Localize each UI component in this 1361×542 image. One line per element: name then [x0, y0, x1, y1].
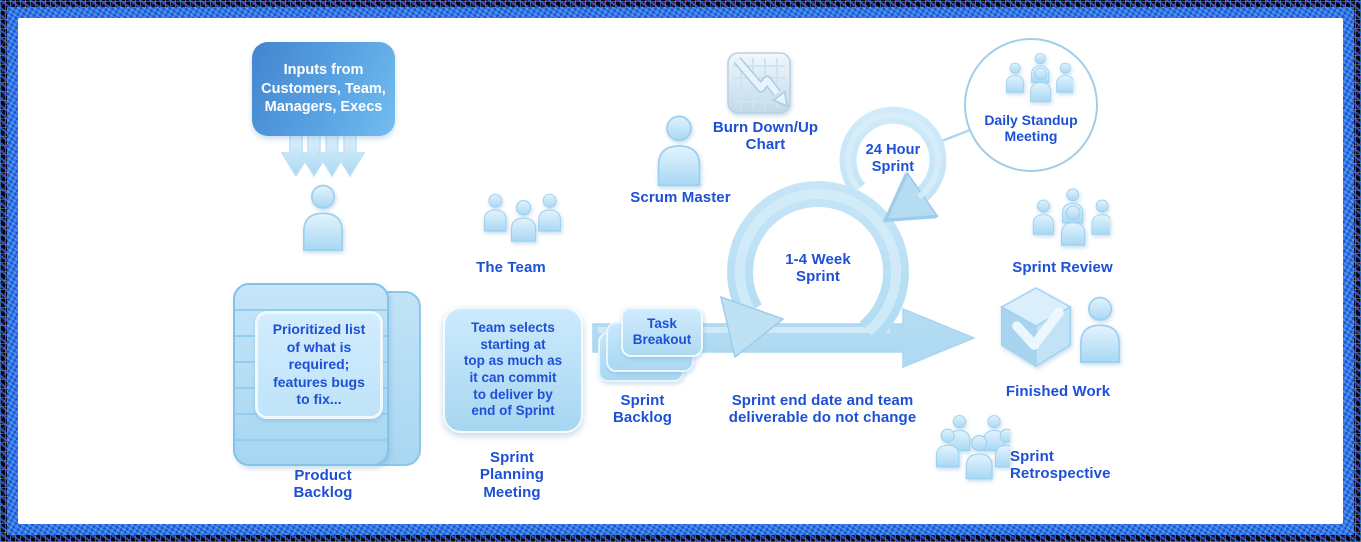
daily-standup-label: Daily Standup Meeting — [984, 112, 1078, 145]
standup-connector-line — [941, 128, 971, 143]
sprint-planning-box: Team selects starting at top as much as … — [443, 307, 583, 433]
sprint-retrospective-people-icon — [922, 413, 1010, 487]
sprint-review-people-icon — [1014, 187, 1110, 255]
daily-standup-people-icon — [989, 52, 1073, 110]
task-breakout-card: Task Breakout — [621, 307, 703, 357]
week-sprint-loop-icon — [719, 181, 909, 359]
24-hour-sprint-label: 24 Hour Sprint — [865, 142, 921, 175]
burn-chart-label: Burn Down/Up Chart — [712, 119, 819, 154]
the-team-label: The Team — [476, 259, 546, 276]
daily-sprint-loop-icon — [839, 106, 947, 197]
inputs-box: Inputs from Customers, Team, Managers, E… — [252, 42, 395, 136]
finished-work-cube-icon — [997, 286, 1075, 368]
task-breakout-label: Task Breakout — [632, 316, 692, 347]
product-owner-person-icon — [299, 182, 347, 252]
sprint-planning-label: Sprint Planning Meeting — [479, 449, 545, 501]
team-people-icon — [461, 190, 561, 258]
sprint-end-note: Sprint end date and team deliverable do … — [728, 392, 917, 427]
sprint-review-label: Sprint Review — [1012, 259, 1113, 276]
finished-work-person-icon — [1076, 294, 1124, 364]
sprint-retrospective-label: Sprint Retrospective — [1010, 448, 1111, 483]
inputs-down-arrows-icon — [281, 133, 365, 177]
daily-standup-circle: Daily Standup Meeting — [964, 38, 1098, 172]
inputs-box-text: Inputs from Customers, Team, Managers, E… — [261, 62, 386, 116]
sprint-planning-note-text: Team selects starting at top as much as … — [463, 319, 563, 419]
scrum-master-label: Scrum Master — [630, 189, 731, 206]
product-backlog-note-text: Prioritized list of what is required; fe… — [272, 320, 366, 408]
burn-chart-icon — [727, 52, 791, 114]
product-backlog-note: Prioritized list of what is required; fe… — [255, 311, 383, 419]
finished-work-label: Finished Work — [1005, 383, 1111, 400]
sprint-backlog-label: Sprint Backlog — [612, 392, 673, 427]
week-sprint-label: 1-4 Week Sprint — [785, 251, 851, 286]
product-backlog-label: Product Backlog — [293, 467, 353, 502]
